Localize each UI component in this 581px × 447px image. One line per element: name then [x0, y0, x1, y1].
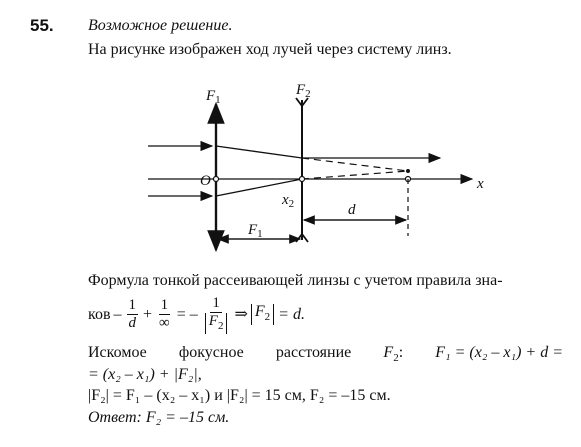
abs-F2: F2 — [250, 303, 275, 326]
figure-description: На рисунке изображен ход лучей через сис… — [88, 41, 452, 58]
label-x2: x2 — [281, 192, 294, 210]
formula-text: Формула тонкой рассеивающей линзы с учет… — [88, 272, 503, 289]
problem-number: 55. — [30, 16, 54, 35]
answer-line: Ответ: F₂ = –15 см. — [88, 409, 230, 426]
fraction-one-over-infinity: 1∞ — [158, 297, 171, 331]
label-O: O — [200, 173, 211, 189]
ray-diagram: F1 F2 O x x2 d F1 — [148, 82, 484, 253]
result-line: |F₂| = F₁ – (x₂ – x₁) и |F₂| = 15 см, F₂… — [88, 387, 391, 404]
focal-distance-line: Искомое фокусное расстояние F2: F₁ = (x₂… — [88, 344, 563, 365]
label-d: d — [348, 202, 356, 218]
label-x-axis: x — [476, 176, 484, 192]
label-F1-bottom: F1 — [247, 222, 263, 240]
label-F2: F2 — [295, 82, 311, 100]
label-F1: F1 — [205, 88, 221, 106]
equation-continuation: = (x₂ – x₁) + |F₂|, — [88, 366, 202, 383]
solution-intro: Возможное решение. — [88, 17, 233, 34]
